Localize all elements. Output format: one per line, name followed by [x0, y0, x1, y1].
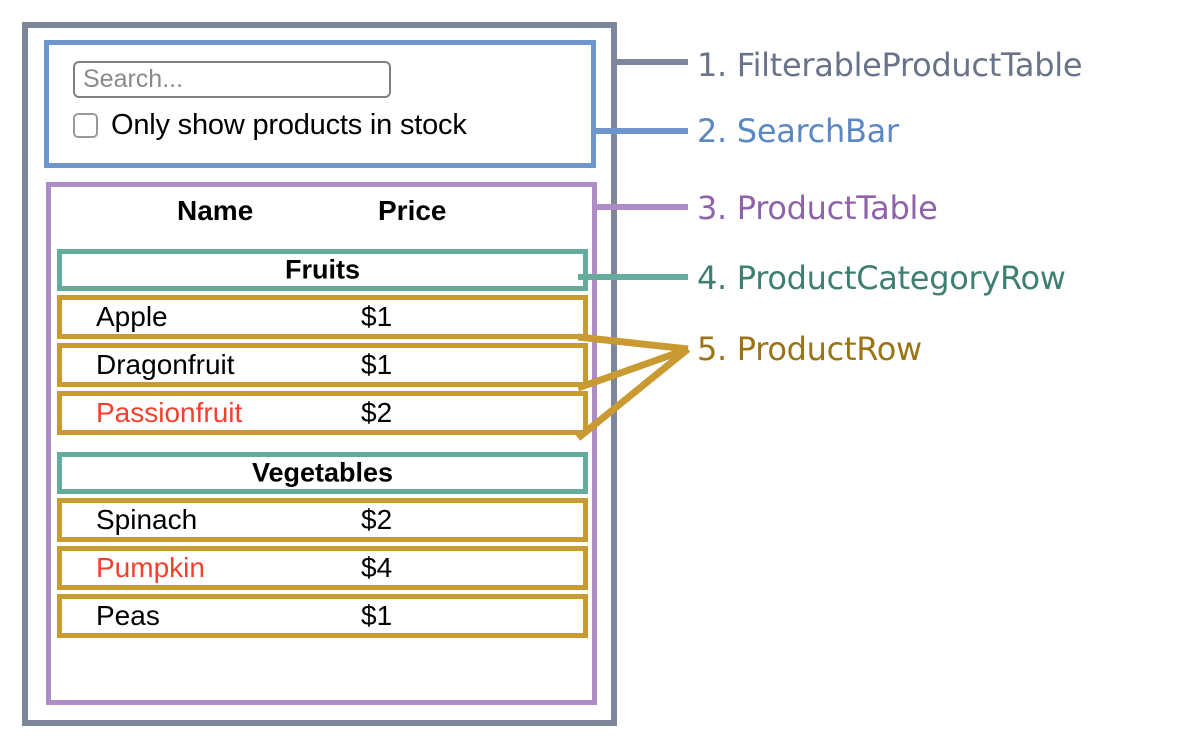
- product-name: Pumpkin: [96, 552, 205, 583]
- column-header-name: Name: [177, 195, 254, 226]
- product-name: Apple: [96, 301, 168, 332]
- product-price: $1: [361, 600, 393, 631]
- product-name: Peas: [96, 600, 160, 631]
- product-name: Dragonfruit: [96, 349, 235, 380]
- product-category-label: Vegetables: [251, 457, 394, 488]
- legend-label-productrow: 5. ProductRow: [697, 330, 922, 368]
- product-price: $1: [361, 301, 393, 332]
- table-header-row: Name Price: [51, 195, 592, 239]
- product-price: $2: [361, 397, 393, 428]
- legend-label-searchbar: 2. SearchBar: [697, 112, 899, 150]
- product-row: Passionfruit $2: [57, 391, 588, 435]
- product-row: Dragonfruit $1: [57, 343, 588, 387]
- column-header-price: Price: [378, 195, 447, 226]
- in-stock-checkbox[interactable]: [73, 113, 98, 138]
- in-stock-checkbox-row[interactable]: Only show products in stock: [73, 109, 467, 142]
- product-category-row: Fruits: [57, 249, 588, 291]
- search-bar-frame: Only show products in stock: [44, 40, 596, 168]
- product-row: Spinach $2: [57, 498, 588, 542]
- filterable-product-table-frame: Only show products in stock Name Price F…: [22, 22, 617, 726]
- product-price: $4: [361, 552, 393, 583]
- product-price: $2: [361, 504, 393, 535]
- product-category-row: Vegetables: [57, 452, 588, 494]
- search-input[interactable]: [73, 61, 391, 98]
- product-category-label: Fruits: [284, 254, 360, 285]
- product-row: Peas $1: [57, 594, 588, 638]
- legend-label-filterableproducttable: 1. FilterableProductTable: [697, 46, 1083, 84]
- product-name: Spinach: [96, 504, 198, 535]
- product-row: Apple $1: [57, 295, 588, 339]
- product-row: Pumpkin $4: [57, 546, 588, 590]
- product-price: $1: [361, 349, 393, 380]
- in-stock-checkbox-label: Only show products in stock: [111, 109, 467, 141]
- legend-label-productcategoryrow: 4. ProductCategoryRow: [697, 259, 1066, 297]
- product-name: Passionfruit: [96, 397, 243, 428]
- legend-label-producttable: 3. ProductTable: [697, 189, 938, 227]
